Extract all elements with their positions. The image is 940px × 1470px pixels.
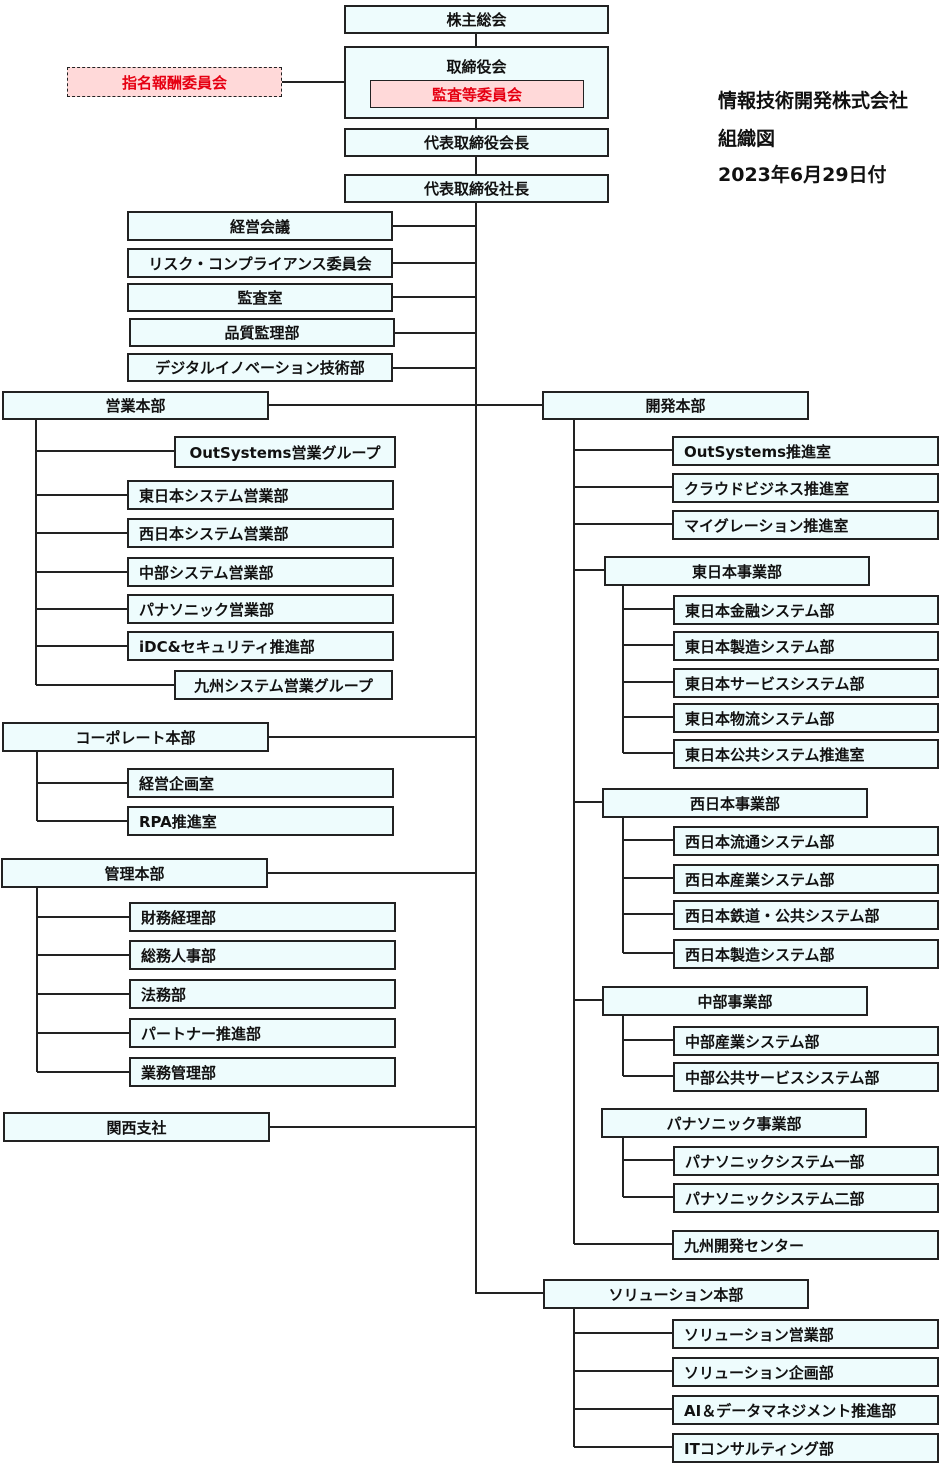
admin-child-box: 総務人事部	[129, 940, 396, 970]
president-box: 代表取締役社長	[344, 174, 609, 203]
sales-child-box: 中部システム営業部	[127, 557, 394, 587]
kansai-branch-box: 関西支社	[3, 1112, 270, 1142]
chubu-child-box: 中部産業システム部	[673, 1026, 939, 1056]
west-division-box: 西日本事業部	[602, 788, 868, 818]
chubu-division-box: 中部事業部	[602, 986, 868, 1016]
risk-compliance-committee-box: リスク・コンプライアンス委員会	[127, 248, 393, 278]
audit-office-box: 監査室	[127, 283, 393, 312]
solution-hq-box: ソリューション本部	[543, 1279, 809, 1309]
admin-child-box: 法務部	[129, 979, 396, 1009]
west-child-box: 西日本製造システム部	[673, 939, 939, 969]
quality-audit-dept-box: 品質監理部	[129, 318, 395, 347]
solution-child-box: ソリューション企画部	[672, 1357, 939, 1387]
west-child-box: 西日本産業システム部	[673, 864, 939, 894]
dev-office-box: クラウドビジネス推進室	[672, 473, 939, 503]
document-title: 組織図	[718, 128, 776, 150]
east-child-box: 東日本物流システム部	[673, 703, 939, 733]
board-of-directors-label: 取締役会	[446, 58, 507, 76]
sales-child-box: iDC&セキュリティ推進部	[127, 631, 394, 661]
corporate-child-box: RPA推進室	[127, 806, 394, 836]
east-child-box: 東日本金融システム部	[673, 595, 939, 625]
company-name: 情報技術開発株式会社	[718, 90, 909, 112]
sales-child-box: パナソニック営業部	[127, 594, 394, 624]
dev-hq-box: 開発本部	[542, 391, 809, 420]
solution-child-box: ITコンサルティング部	[672, 1433, 939, 1463]
management-meeting-box: 経営会議	[127, 211, 393, 241]
sales-child-box: 九州システム営業グループ	[174, 670, 393, 700]
west-child-box: 西日本鉄道・公共システム部	[673, 900, 939, 930]
sales-hq-box: 営業本部	[2, 391, 269, 420]
panasonic-child-box: パナソニックシステム二部	[673, 1183, 939, 1213]
audit-committee-box: 監査等委員会	[370, 80, 584, 108]
sales-child-box: OutSystems営業グループ	[174, 436, 396, 468]
east-child-box: 東日本公共システム推進室	[673, 739, 939, 769]
nomination-committee-box: 指名報酬委員会	[67, 67, 282, 97]
admin-child-box: 業務管理部	[129, 1057, 396, 1087]
dev-office-box: OutSystems推進室	[672, 436, 939, 466]
east-child-box: 東日本製造システム部	[673, 631, 939, 661]
east-child-box: 東日本サービスシステム部	[673, 668, 939, 698]
dev-office-box: マイグレーション推進室	[672, 510, 939, 540]
admin-child-box: パートナー推進部	[129, 1018, 396, 1048]
digital-innovation-dept-box: デジタルイノベーション技術部	[127, 353, 393, 382]
admin-hq-box: 管理本部	[1, 858, 268, 888]
document-date: 2023年6月29日付	[718, 164, 887, 186]
shareholders-meeting-box: 株主総会	[344, 5, 609, 34]
admin-child-box: 財務経理部	[129, 902, 396, 932]
corporate-hq-box: コーポレート本部	[2, 722, 269, 752]
sales-child-box: 東日本システム営業部	[127, 480, 394, 510]
chubu-child-box: 中部公共サービスシステム部	[673, 1062, 939, 1092]
solution-child-box: AI＆データマネジメント推進部	[672, 1395, 939, 1425]
sales-child-box: 西日本システム営業部	[127, 518, 394, 548]
kyushu-dev-center-box: 九州開発センター	[672, 1230, 939, 1260]
west-child-box: 西日本流通システム部	[673, 826, 939, 856]
panasonic-child-box: パナソニックシステム一部	[673, 1146, 939, 1176]
panasonic-division-box: パナソニック事業部	[601, 1108, 867, 1138]
corporate-child-box: 経営企画室	[127, 768, 394, 798]
chairman-box: 代表取締役会長	[344, 128, 609, 157]
solution-child-box: ソリューション営業部	[672, 1319, 939, 1349]
east-division-box: 東日本事業部	[604, 556, 870, 586]
